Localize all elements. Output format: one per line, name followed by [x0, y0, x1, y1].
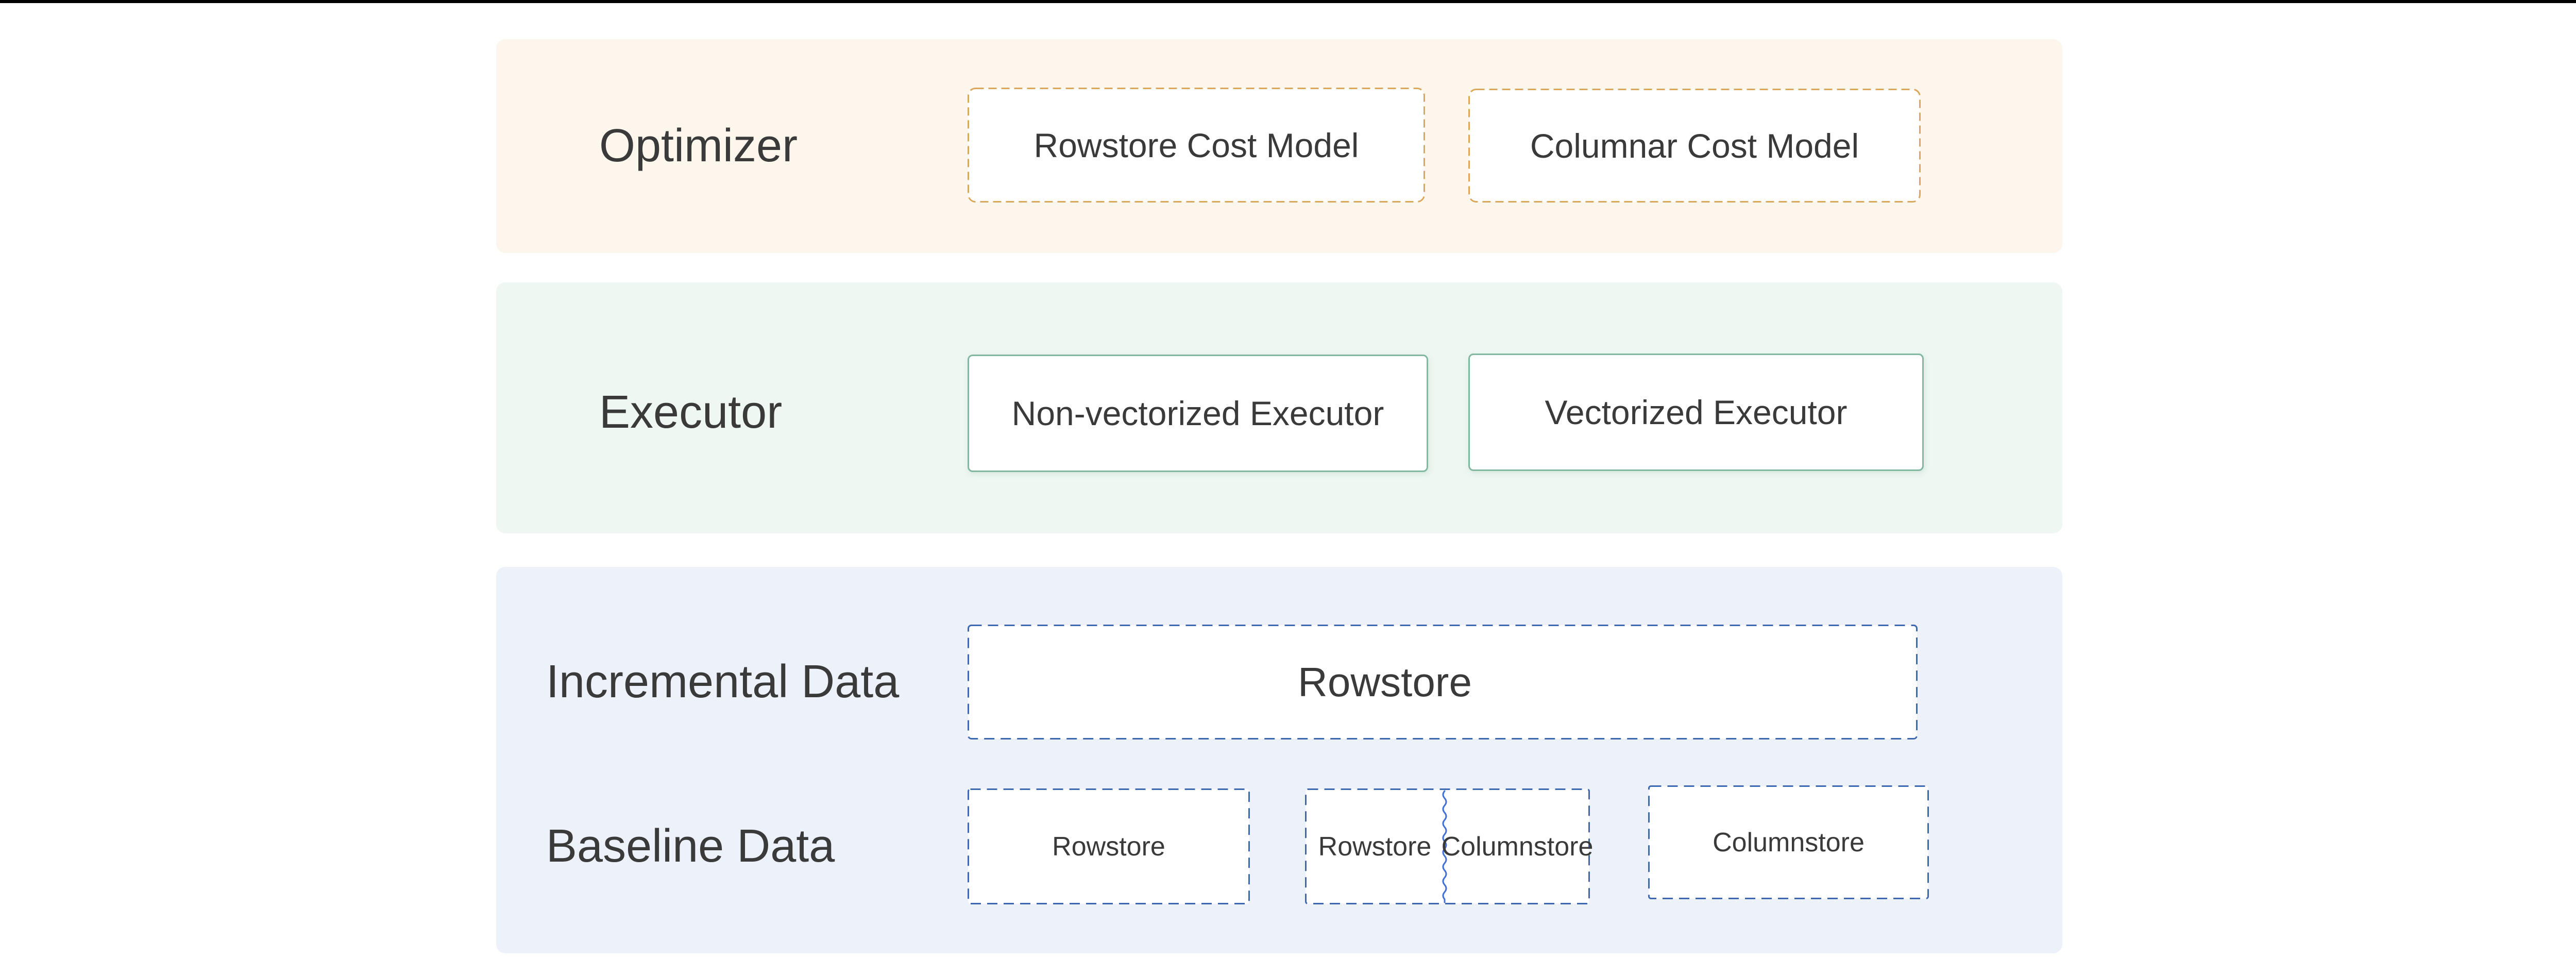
baseline-data-label: Baseline Data — [546, 820, 835, 872]
window-top-border — [0, 0, 2576, 3]
incremental-data-label: Incremental Data — [546, 655, 900, 708]
non-vectorized-executor-box: Non-vectorized Executor — [968, 355, 1428, 472]
baseline-columnstore-box: Columnstore — [1713, 827, 1865, 858]
rowstore-cost-model-box: Rowstore Cost Model — [1033, 126, 1359, 164]
optimizer-label: Optimizer — [599, 120, 798, 172]
baseline-rowstore-box: Rowstore — [1052, 831, 1165, 862]
baseline-split-columnstore-box: Columnstore — [1441, 831, 1594, 862]
baseline-split-rowstore-box: Rowstore — [1318, 831, 1432, 862]
executor-label: Executor — [599, 386, 783, 438]
columnar-cost-model-box: Columnar Cost Model — [1530, 126, 1859, 165]
incremental-rowstore-box: Rowstore — [1298, 659, 1472, 705]
vectorized-executor-box: Vectorized Executor — [1468, 354, 1924, 471]
